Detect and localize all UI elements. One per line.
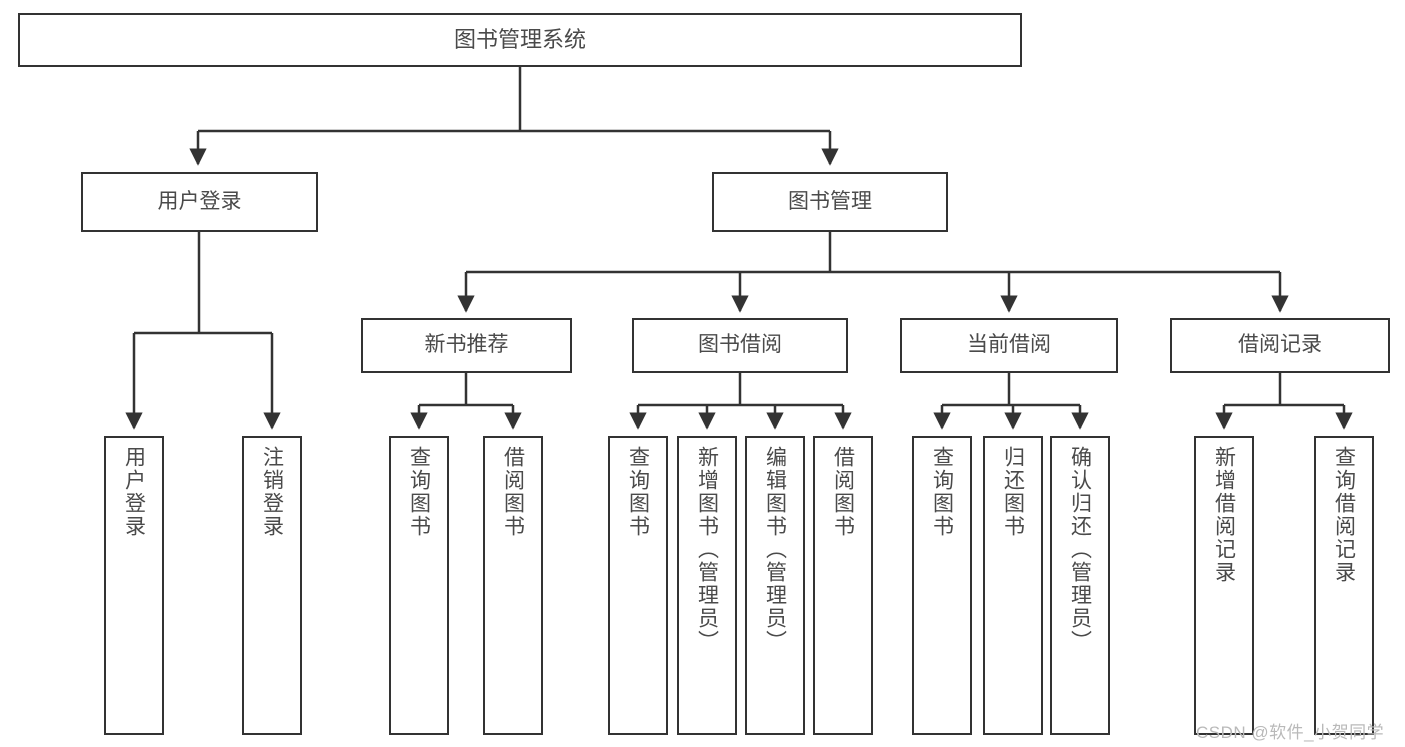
- node-book-management[interactable]: 图书管理: [712, 172, 948, 232]
- node-leaf-query-book-current[interactable]: 查询图书: [912, 436, 972, 735]
- node-label: 用户登录: [157, 189, 242, 213]
- node-label: 新增图书（管理员）: [695, 446, 719, 653]
- node-book-borrowing[interactable]: 图书借阅: [632, 318, 848, 373]
- node-label: 新增借阅记录: [1212, 446, 1236, 584]
- node-user-login[interactable]: 用户登录: [81, 172, 318, 232]
- node-leaf-query-borrow-record[interactable]: 查询借阅记录: [1314, 436, 1374, 735]
- node-label: 查询图书: [407, 446, 431, 538]
- node-label: 注销登录: [260, 446, 284, 538]
- node-leaf-query-book-borrowing[interactable]: 查询图书: [608, 436, 668, 735]
- node-new-book-recommend[interactable]: 新书推荐: [361, 318, 572, 373]
- node-leaf-return-book[interactable]: 归还图书: [983, 436, 1043, 735]
- node-label: 图书借阅: [698, 333, 782, 357]
- node-root-book-management-system[interactable]: 图书管理系统: [18, 13, 1022, 67]
- node-label: 确认归还（管理员）: [1068, 446, 1092, 653]
- node-leaf-logout[interactable]: 注销登录: [242, 436, 302, 735]
- node-label: 归还图书: [1001, 446, 1025, 538]
- node-label: 编辑图书（管理员）: [763, 446, 787, 653]
- node-label: 借阅图书: [831, 446, 855, 538]
- node-leaf-edit-book-admin[interactable]: 编辑图书（管理员）: [745, 436, 805, 735]
- node-label: 图书管理系统: [453, 27, 586, 53]
- node-leaf-user-login[interactable]: 用户登录: [104, 436, 164, 735]
- node-label: 图书管理: [788, 189, 872, 213]
- node-label: 用户登录: [122, 446, 146, 538]
- node-label: 借阅记录: [1238, 333, 1322, 357]
- node-label: 查询借阅记录: [1332, 446, 1356, 584]
- node-leaf-add-book-admin[interactable]: 新增图书（管理员）: [677, 436, 737, 735]
- node-leaf-borrow-book-borrowing[interactable]: 借阅图书: [813, 436, 873, 735]
- node-leaf-add-borrow-record[interactable]: 新增借阅记录: [1194, 436, 1254, 735]
- node-label: 新书推荐: [424, 333, 509, 357]
- node-label: 查询图书: [626, 446, 650, 538]
- node-leaf-borrow-book-newbook[interactable]: 借阅图书: [483, 436, 543, 735]
- node-borrow-records[interactable]: 借阅记录: [1170, 318, 1390, 373]
- node-current-borrowing[interactable]: 当前借阅: [900, 318, 1118, 373]
- node-label: 当前借阅: [967, 333, 1051, 357]
- node-label: 查询图书: [930, 446, 954, 538]
- node-leaf-confirm-return-admin[interactable]: 确认归还（管理员）: [1050, 436, 1110, 735]
- node-label: 借阅图书: [501, 446, 525, 538]
- node-leaf-query-book-newbook[interactable]: 查询图书: [389, 436, 449, 735]
- csdn-watermark: CSDN @软件_小贺同学: [1196, 723, 1385, 742]
